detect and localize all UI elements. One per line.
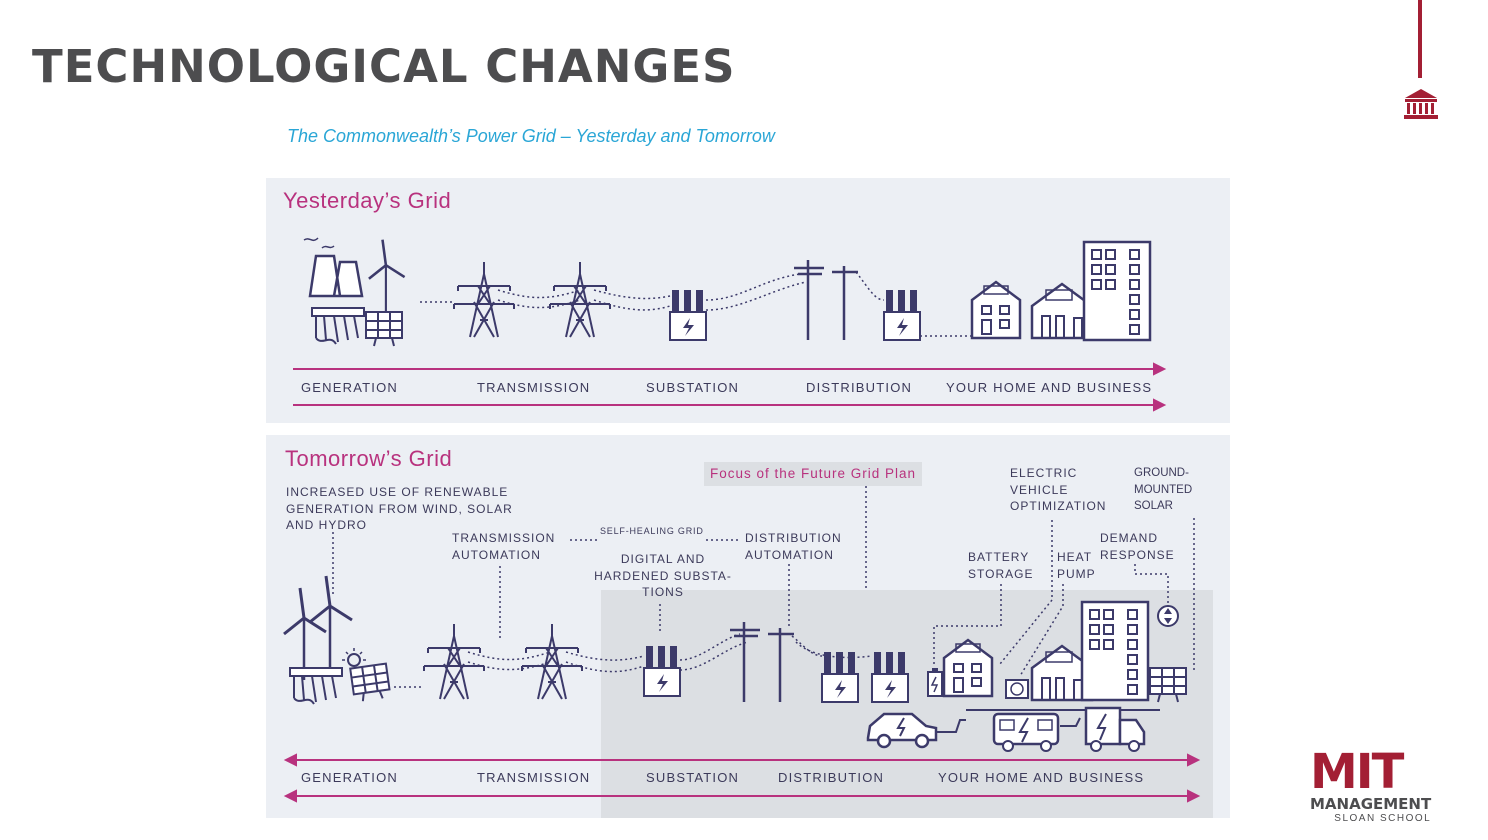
renewables-note: INCREASED USE OF RENEWABLE GENERATION FR… (286, 485, 513, 532)
figure-subtitle: The Commonwealth’s Power Grid – Yesterda… (287, 126, 775, 146)
digital-substations-label: DIGITAL AND HARDENED SUBSTA-TIONS (594, 552, 732, 599)
distribution-automation-label: DISTRIBUTION AUTOMATION (745, 531, 842, 562)
electric-bus-icon (966, 709, 1160, 752)
ground-solar-label: GROUND-MOUNTED SOLAR (1134, 467, 1193, 512)
accent-bar (1418, 0, 1422, 78)
demand-response-label: DEMAND RESPONSE (1100, 531, 1175, 562)
electric-car-icon (866, 712, 966, 749)
tomorrow-arrows (283, 753, 1201, 803)
leader-lines (332, 486, 1195, 677)
stage-label-home-business-2: YOUR HOME AND BUSINESS (938, 770, 1145, 785)
stage-label-substation-2: SUBSTATION (646, 770, 740, 785)
heat-pump-label: HEAT PUMP (1057, 550, 1096, 581)
tomorrow-title: Tomorrow’s Grid (285, 446, 453, 471)
tomorrow-icons (282, 574, 1187, 752)
stage-label-transmission: TRANSMISSION (477, 380, 591, 395)
logo-line1: MANAGEMENT (1310, 795, 1432, 813)
mit-dome-icon (1404, 89, 1438, 119)
yesterday-title: Yesterday’s Grid (283, 188, 452, 213)
demand-response-icon (1157, 605, 1179, 627)
stage-label-substation: SUBSTATION (646, 380, 740, 395)
heat-pump-icon (1005, 679, 1029, 699)
yesterday-arrows (293, 362, 1167, 412)
battery-icon (927, 668, 943, 697)
power-plant-icon (303, 237, 364, 298)
yesterday-icons (303, 237, 1152, 347)
stage-label-home-business: YOUR HOME AND BUSINESS (946, 380, 1153, 395)
transmission-automation-label: TRANSMISSION AUTOMATION (452, 531, 556, 562)
stage-label-distribution: DISTRIBUTION (806, 380, 913, 395)
battery-storage-label: BATTERY STORAGE (968, 550, 1034, 581)
logo-mark: MIT (1310, 744, 1404, 800)
stage-label-transmission-2: TRANSMISSION (477, 770, 591, 785)
electric-truck-icon (1084, 706, 1146, 752)
stage-label-generation: GENERATION (301, 380, 398, 395)
slide-title: TECHNOLOGICAL CHANGES (32, 40, 736, 93)
mit-sloan-logo: MIT MANAGEMENT SLOAN SCHOOL (1310, 748, 1431, 824)
stage-label-generation-2: GENERATION (301, 770, 398, 785)
self-healing-label: SELF-HEALING GRID (600, 526, 704, 536)
focus-label: Focus of the Future Grid Plan (704, 462, 922, 486)
stage-label-distribution-2: DISTRIBUTION (778, 770, 885, 785)
logo-line2: SLOAN SCHOOL (1334, 813, 1432, 824)
ev-optimization-label: ELECTRIC VEHICLE OPTIMIZATION (1010, 466, 1107, 513)
sun-icon (342, 648, 366, 667)
